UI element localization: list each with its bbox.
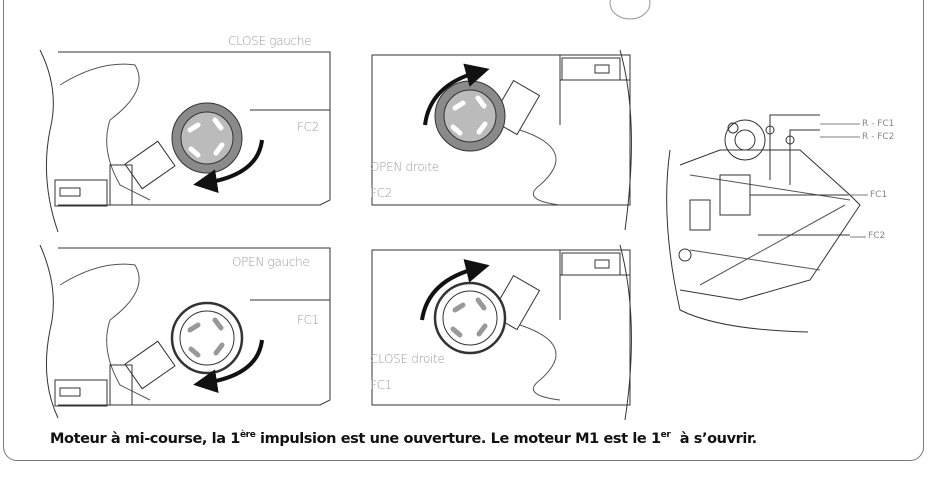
rotation-arrow — [420, 259, 490, 321]
panel-top-left-title: CLOSE gauche — [228, 34, 312, 48]
callout-r-fc2: R - FC2 — [862, 132, 895, 142]
caption: Moteur à mi-course, la 1ère impulsion es… — [50, 430, 757, 447]
caption-sup-1: ère — [239, 430, 256, 440]
knob-white — [433, 281, 507, 355]
caption-text-3: à s’ouvrir. — [670, 430, 757, 447]
panel-bottom-left-switch: FC1 — [297, 313, 320, 327]
top-oval — [609, 0, 651, 20]
motor-3d-drawing — [666, 114, 861, 333]
caption-sup-2: er — [660, 430, 671, 440]
panel-top-right-title: OPEN droite — [370, 160, 439, 174]
content-frame — [3, 0, 924, 461]
callout-fc2: FC2 — [868, 231, 886, 241]
panel-bottom-left-drawing — [39, 244, 331, 419]
callout-fc1: FC1 — [870, 190, 888, 200]
rotation-arrow — [193, 339, 264, 394]
caption-text-2: impulsion est une ouverture. Le moteur M… — [255, 430, 661, 447]
panel-top-right-drawing — [371, 49, 632, 231]
panel-top-left-drawing — [39, 49, 331, 233]
panel-bottom-right-title: CLOSE droite — [370, 352, 445, 366]
caption-text-1: Moteur à mi-course, la 1 — [50, 430, 240, 447]
panel-top-left-switch: FC2 — [297, 120, 320, 134]
panel-top-right-switch: FC2 — [370, 186, 393, 200]
panel-bottom-right-switch: FC1 — [370, 378, 393, 392]
rotation-arrow — [423, 63, 490, 126]
panel-bottom-left-title: OPEN gauche — [232, 255, 310, 269]
callout-r-fc1: R - FC1 — [862, 119, 895, 129]
panel-bottom-right-drawing — [371, 244, 632, 421]
rotation-arrow — [193, 139, 264, 194]
